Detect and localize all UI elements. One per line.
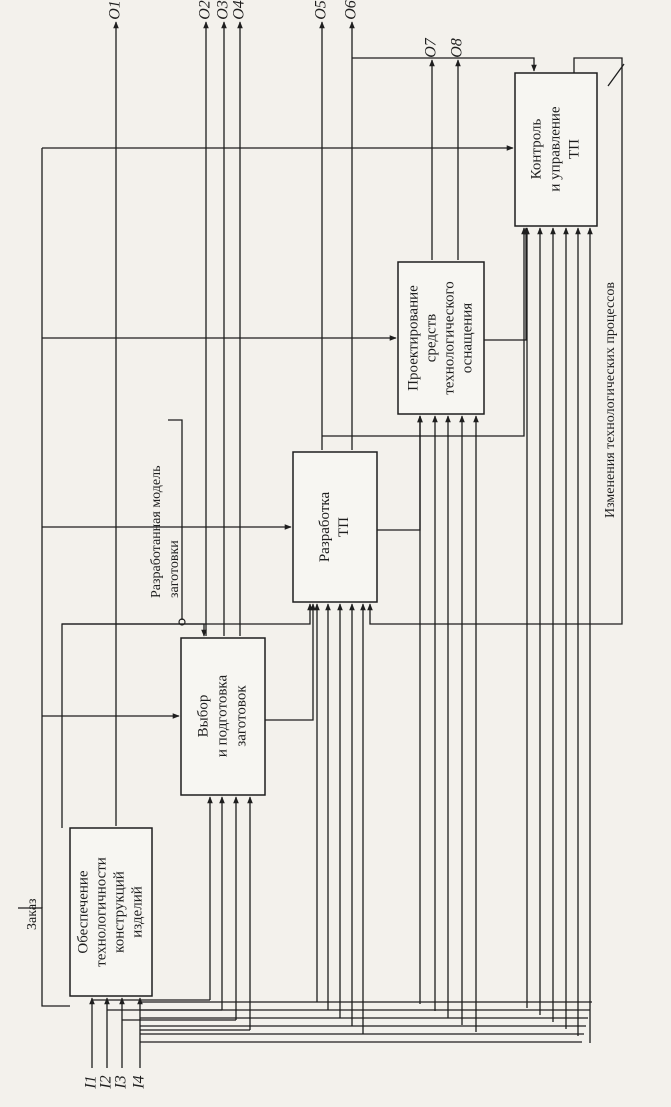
input-label-4: I4 bbox=[131, 1075, 148, 1089]
b1-to-b3 bbox=[62, 603, 313, 625]
function-blocks bbox=[69, 72, 598, 997]
block3-label-line-1: Разработка bbox=[317, 492, 333, 563]
block2-label-line-2: и подготовка bbox=[214, 675, 230, 758]
input-label-3: I3 bbox=[113, 1075, 130, 1089]
control-order-line bbox=[18, 907, 70, 1007]
control-label-blank-model-1: Разработанная модель bbox=[149, 466, 164, 599]
control-label-blank-model-2: заготовки bbox=[167, 540, 182, 598]
block4-label-line-1: Проектирование bbox=[405, 285, 421, 391]
block4-label-line-4: оснащения bbox=[459, 303, 475, 373]
b3-to-b4 bbox=[377, 415, 423, 531]
output-label-5: O5 bbox=[313, 0, 330, 20]
output-label-6: O6 bbox=[343, 0, 360, 20]
block5-label-line-3: ТП bbox=[566, 139, 582, 159]
block-process-development bbox=[292, 451, 378, 603]
b4-to-b5 bbox=[484, 227, 529, 341]
blank-model-junction bbox=[178, 618, 186, 626]
output-label-2: O2 bbox=[197, 0, 214, 20]
block4-label-line-3: технологического bbox=[441, 281, 457, 395]
blank-model-leader bbox=[168, 419, 183, 620]
block5-label-line-1: Контроль bbox=[528, 119, 544, 180]
b2-to-b3 bbox=[265, 603, 316, 721]
block2-label-line-3: заготовок bbox=[233, 685, 249, 747]
block3-label-line-2: ТП bbox=[336, 517, 352, 537]
output-label-8: O8 bbox=[449, 38, 466, 58]
b3-to-b5 bbox=[322, 227, 527, 437]
block1-label-line-1: Обеспечение bbox=[75, 870, 91, 954]
block-tooling-design bbox=[397, 261, 485, 415]
output-label-4: O4 bbox=[231, 0, 248, 20]
output-label-3: O3 bbox=[215, 0, 232, 20]
input-label-2: I2 bbox=[98, 1075, 115, 1089]
block-process-control bbox=[514, 72, 598, 227]
input-label-1: I1 bbox=[83, 1075, 100, 1089]
o6-to-b5 bbox=[352, 57, 537, 72]
control-label-process-changes: Изменения технологических процессов bbox=[603, 282, 618, 518]
feedback-process-changes bbox=[367, 57, 623, 625]
control-label-order: Заказ bbox=[25, 898, 40, 930]
block2-label-line-1: Выбор bbox=[195, 695, 211, 738]
block1-label-line-4: изделий bbox=[129, 886, 145, 938]
process-changes-leader bbox=[607, 63, 625, 87]
block-blank-selection bbox=[180, 637, 266, 796]
connector-lines bbox=[18, 21, 625, 1068]
block1-label-line-2: технологичности bbox=[93, 857, 109, 967]
block1-label-line-3: конструкций bbox=[111, 871, 127, 953]
block-manufacturability bbox=[69, 827, 153, 997]
block4-label-line-2: средств bbox=[423, 314, 439, 363]
output-label-7: O7 bbox=[423, 37, 440, 58]
block5-label-line-2: и управление bbox=[547, 106, 563, 192]
output-label-1: O1 bbox=[107, 0, 124, 20]
